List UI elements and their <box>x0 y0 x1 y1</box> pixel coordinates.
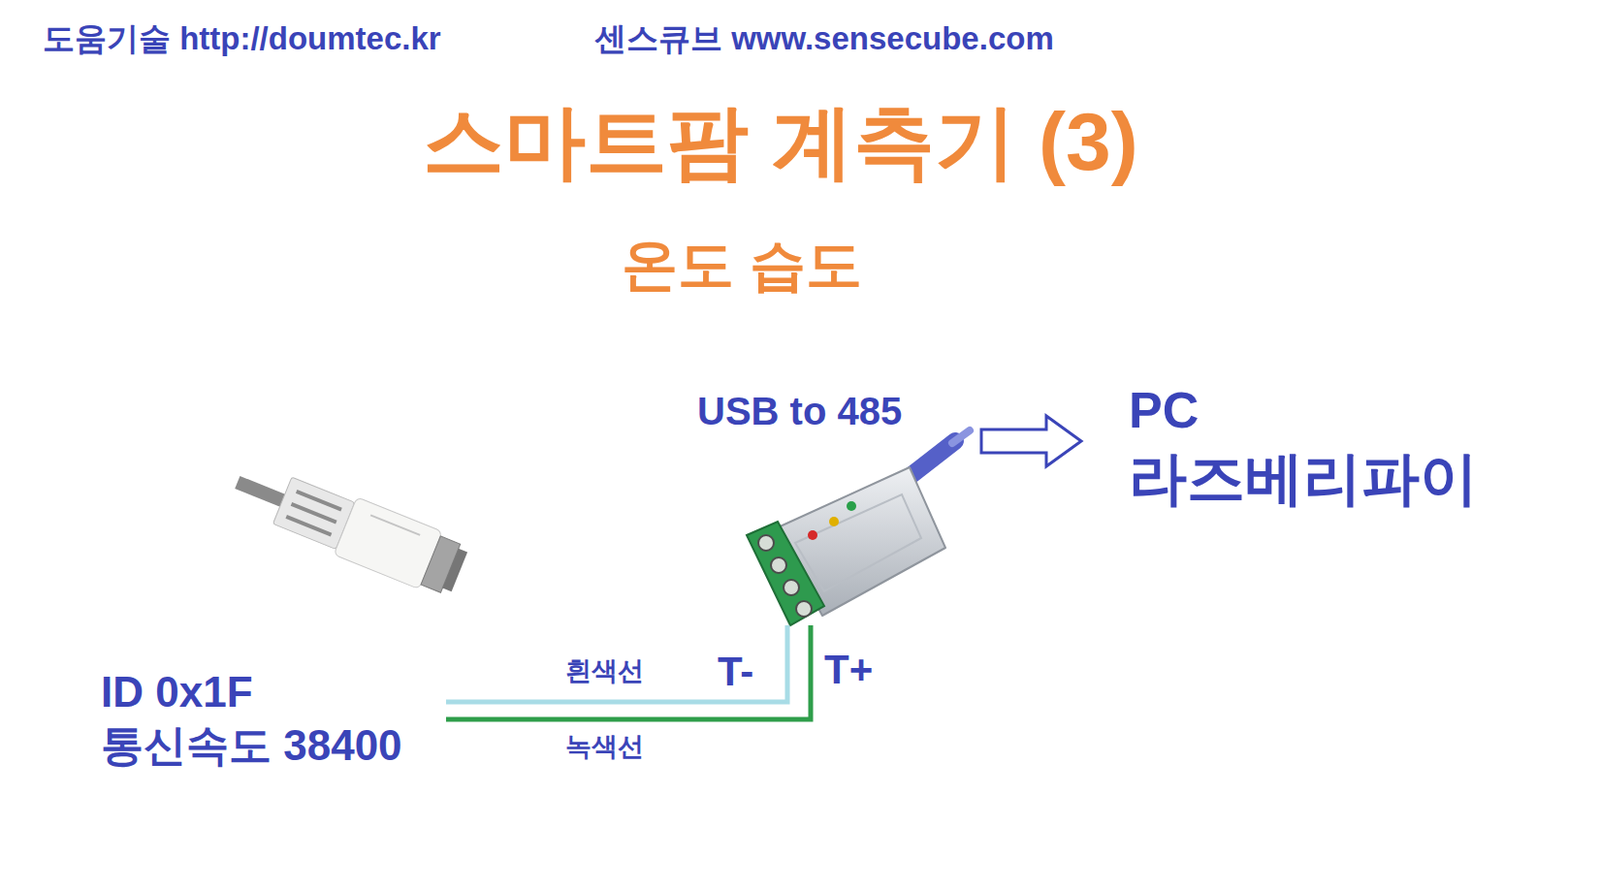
led-red <box>807 530 818 541</box>
host-node: PC라즈베리파이 <box>1124 373 1504 521</box>
terminal-screw <box>783 579 800 596</box>
led-green <box>846 501 857 512</box>
site-label: 도움기술 http://doumtec.kr <box>42 19 442 59</box>
terminal-screw <box>796 601 812 617</box>
wire-label: 흰색선 <box>562 655 647 687</box>
led-yellow <box>829 516 839 527</box>
terminal-block <box>746 521 825 626</box>
wire-path <box>446 625 788 703</box>
housing-panel <box>795 494 922 592</box>
converter-title: USB to 485 <box>697 386 902 436</box>
converter-node: USB to 485 <box>693 383 970 626</box>
filter-slot <box>286 516 331 536</box>
usb-cable <box>911 441 956 476</box>
usb-cable-end <box>952 430 970 444</box>
wire-path <box>446 625 811 720</box>
sensor-spec: ID 0x1F <box>100 665 254 719</box>
usb-485-adapter <box>746 430 970 626</box>
green-wire <box>446 625 811 720</box>
site-label: 센스큐브 www.sensecube.com <box>594 19 1055 59</box>
arrow-shape <box>981 416 1082 467</box>
flow-arrow <box>981 416 1082 467</box>
connector-end <box>442 548 468 593</box>
host-name: PC <box>1128 379 1199 443</box>
pin-label: T- <box>717 647 754 697</box>
subtitle: 온도 습도 <box>0 230 1484 299</box>
white-wire <box>446 625 788 703</box>
sensor-probe <box>225 453 472 602</box>
terminal-screw <box>770 557 787 574</box>
sensor-node: ID 0x1F통신속도 38400 <box>96 446 447 776</box>
sensor-spec: 통신속도 38400 <box>100 718 403 772</box>
terminal-screw <box>758 535 774 551</box>
wire-label: 녹색선 <box>562 731 647 763</box>
body-print <box>370 514 420 536</box>
host-name: 라즈베리파이 <box>1128 442 1478 515</box>
pin-label: T+ <box>824 645 873 695</box>
title: 스마트팜 계측기 (3) <box>0 93 1562 192</box>
